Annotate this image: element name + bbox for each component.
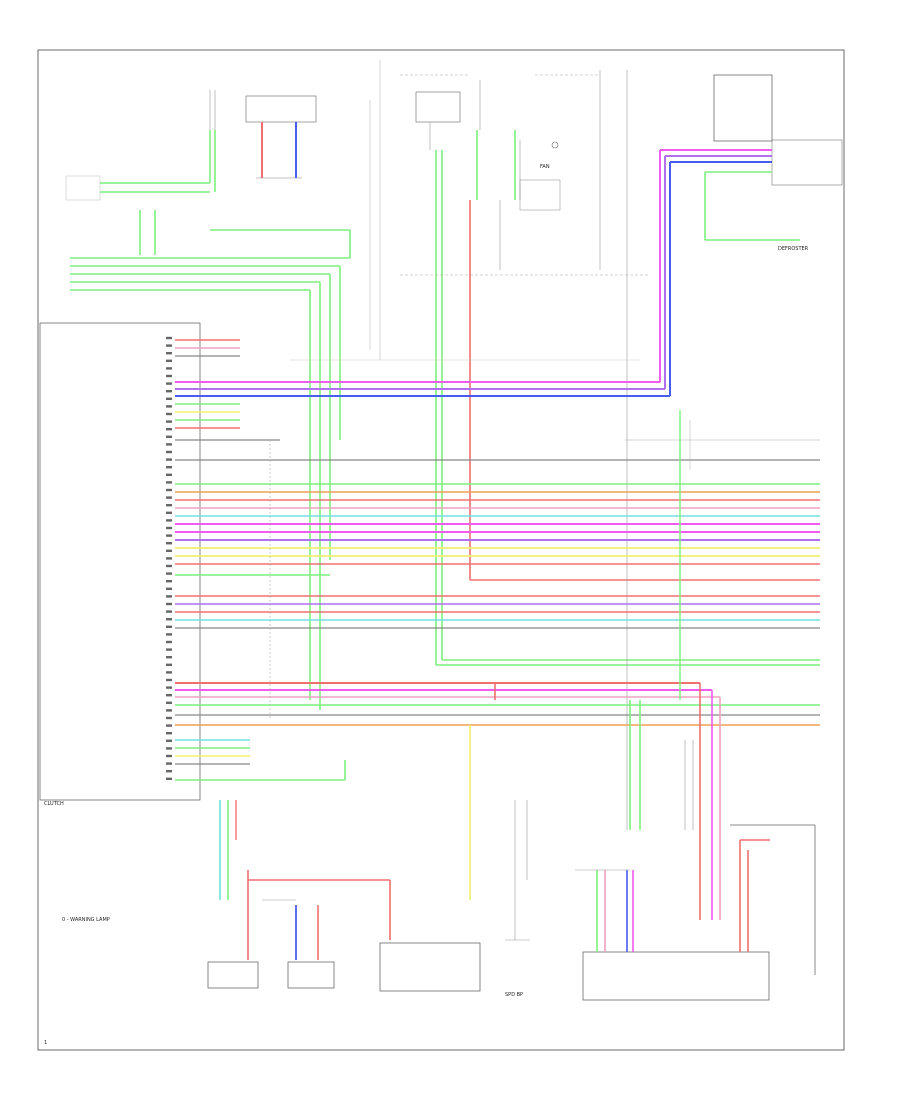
pin-tick bbox=[166, 511, 172, 514]
pin-tick bbox=[166, 466, 172, 469]
pin-tick bbox=[166, 526, 172, 530]
pin-tick bbox=[166, 420, 172, 423]
pin-tick bbox=[166, 428, 172, 431]
pin-tick bbox=[166, 473, 172, 476]
control-unit-box bbox=[39, 322, 201, 801]
pin-tick bbox=[166, 610, 172, 613]
pin-tick bbox=[166, 701, 172, 704]
signal-bus bbox=[175, 150, 820, 629]
pin-tick bbox=[166, 747, 172, 750]
pin-tick bbox=[166, 344, 172, 347]
pin-tick bbox=[166, 405, 172, 408]
pin-tick bbox=[166, 732, 172, 735]
pin-tick bbox=[166, 367, 172, 370]
pin-tick bbox=[166, 587, 172, 590]
pin-tick bbox=[166, 709, 172, 712]
pin-tick bbox=[166, 382, 172, 385]
pin-tick bbox=[166, 694, 172, 697]
top-middle-relays bbox=[400, 70, 820, 830]
speed-bp-label: SPD BP bbox=[505, 992, 523, 998]
pin-tick bbox=[166, 678, 172, 682]
pin-tick bbox=[166, 648, 172, 651]
right-gray-guides bbox=[269, 60, 820, 720]
pin-tick bbox=[166, 625, 172, 628]
pin-tick bbox=[166, 777, 172, 780]
bottom-middle-unit bbox=[379, 800, 530, 992]
pin-tick bbox=[166, 770, 172, 773]
pin-tick bbox=[166, 618, 172, 621]
pin-tick bbox=[166, 633, 172, 636]
pin-tick bbox=[166, 443, 172, 446]
pin-tick bbox=[166, 762, 172, 765]
pin-tick bbox=[166, 754, 172, 758]
control-unit-pins bbox=[166, 336, 172, 780]
pin-tick bbox=[166, 549, 172, 552]
diagram-frame bbox=[37, 49, 845, 1051]
warning-lamp-note: 0 - WARNING LAMP bbox=[62, 917, 110, 923]
pin-tick bbox=[166, 534, 172, 537]
fan-ctrl-label: FAN bbox=[540, 164, 550, 170]
pin-tick bbox=[166, 739, 172, 742]
pin-tick bbox=[166, 564, 172, 568]
pin-tick bbox=[166, 390, 172, 393]
pin-tick bbox=[166, 671, 172, 674]
top-left-sensors bbox=[65, 90, 216, 201]
pin-tick bbox=[166, 580, 172, 583]
pin-tick bbox=[166, 496, 172, 499]
page-check-label: 1 bbox=[44, 1040, 47, 1046]
pin-tick bbox=[166, 542, 172, 545]
pin-tick bbox=[166, 724, 172, 727]
pin-tick bbox=[166, 640, 172, 644]
pin-tick bbox=[166, 359, 172, 362]
pin-tick bbox=[166, 450, 172, 454]
pin-tick bbox=[166, 602, 172, 606]
bottom-left-sensors bbox=[207, 800, 391, 989]
pin-tick bbox=[166, 352, 172, 355]
pin-tick bbox=[166, 663, 172, 666]
pin-tick bbox=[166, 336, 172, 340]
pin-tick bbox=[166, 716, 172, 720]
pin-tick bbox=[166, 572, 172, 575]
green-trunk-left bbox=[70, 210, 351, 291]
pin-tick bbox=[166, 595, 172, 598]
pin-tick bbox=[166, 458, 172, 461]
sensor-pair-upper bbox=[245, 95, 317, 179]
pin-tick bbox=[166, 686, 172, 689]
pin-tick bbox=[166, 519, 172, 522]
pin-tick bbox=[166, 504, 172, 507]
pin-tick bbox=[166, 374, 172, 378]
left-connectors bbox=[175, 339, 280, 441]
clutch-label: CLUTCH bbox=[44, 801, 64, 807]
pin-tick bbox=[166, 397, 172, 400]
top-right-module bbox=[660, 74, 843, 241]
lower-bus bbox=[175, 682, 820, 920]
pin-tick bbox=[166, 412, 172, 416]
defroster-label: DEFROSTER bbox=[778, 246, 809, 252]
green-verticals bbox=[309, 130, 820, 710]
pin-tick bbox=[166, 488, 172, 492]
bottom-right-module bbox=[575, 700, 816, 1001]
pin-tick bbox=[166, 435, 172, 438]
pin-tick bbox=[166, 557, 172, 560]
pin-tick bbox=[166, 656, 172, 659]
pin-tick bbox=[166, 481, 172, 484]
